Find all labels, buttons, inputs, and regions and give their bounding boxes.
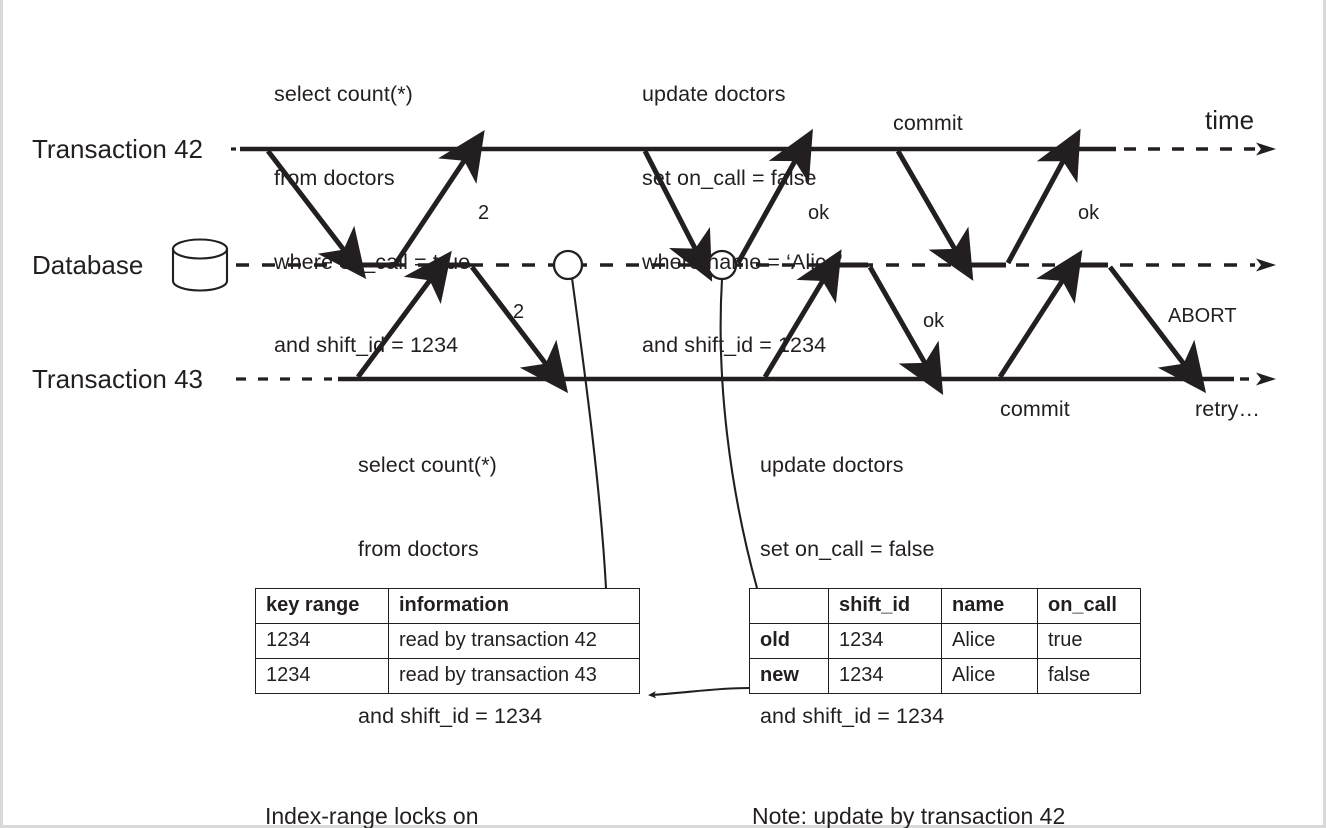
table-header-row: shift_id name on_call (749, 588, 1141, 624)
rowver-header-shift-id: shift_id (828, 588, 942, 624)
figure-frame-left (0, 0, 3, 828)
table-row: 1234 read by transaction 43 (255, 658, 640, 694)
locks-row-1-information: read by transaction 42 (388, 623, 640, 659)
t43-update-result-label: ok (923, 310, 945, 332)
row-versions-table-caption: Note: update by transaction 42 affects r… (752, 740, 1065, 828)
t42-update-sql: update doctors set on_call = false where… (642, 25, 843, 416)
rowver-row-old-shift-id: 1234 (828, 623, 942, 659)
locks-header-information: information (388, 588, 640, 624)
lane-database (236, 258, 1276, 272)
t42-commit-result-label: ok (1078, 202, 1100, 224)
lane-label-transaction-43: Transaction 43 (32, 364, 204, 394)
lane-label-database: Database (32, 250, 144, 280)
t43-update-exchange (762, 249, 944, 396)
locks-header-key-range: key range (255, 588, 389, 624)
t43-update-sql-line-4: and shift_id = 1234 (760, 704, 945, 729)
rowver-header-name: name (941, 588, 1038, 624)
row-version-to-locks-arrow (648, 686, 750, 699)
t42-update-sql-line-2: set on_call = false (642, 165, 817, 190)
t42-select-sql-line-2: from doctors (274, 165, 395, 190)
rowver-caption-line-1: Note: update by transaction 42 (752, 802, 1066, 828)
rowver-row-new-name: Alice (941, 658, 1038, 694)
t43-select-sql-line-2: from doctors (358, 536, 479, 561)
lane-label-transaction-42: Transaction 42 (32, 134, 204, 164)
t42-update-sql-line-4: and shift_id = 1234 (642, 333, 827, 358)
t42-select-exchange (266, 129, 485, 280)
database-cylinder-icon (171, 238, 229, 292)
rowver-row-new-on-call: false (1037, 658, 1141, 694)
rowver-header-on-call: on_call (1037, 588, 1141, 624)
t42-select-sql-line-4: and shift_id = 1234 (274, 333, 459, 358)
row-version-leader-line (719, 278, 759, 589)
t43-select-result-label: 2 (513, 301, 525, 323)
locks-table-caption: Index-range locks on doctors.shift_id in… (265, 740, 481, 828)
rowver-row-old-name: Alice (941, 623, 1038, 659)
lock-annotation-marker (552, 249, 584, 281)
lane-transaction-42 (231, 142, 1276, 156)
table-row: 1234 read by transaction 42 (255, 623, 640, 659)
t42-update-sql-line-3: where name = ‘Alice’ (642, 249, 843, 274)
t42-commit-label: commit (893, 111, 963, 135)
table-header-row: key range information (255, 588, 640, 624)
rowver-row-new-shift-id: 1234 (828, 658, 942, 694)
locks-row-2-key-range: 1234 (255, 658, 389, 694)
rowver-row-old-label: old (749, 623, 829, 659)
t43-retry-label: retry… (1195, 397, 1261, 421)
t42-select-sql: select count(*) from doctors where on_ca… (274, 25, 470, 416)
rowver-row-new-label: new (749, 658, 829, 694)
locks-leader-line (570, 277, 608, 589)
locks-caption-line-1: Index-range locks on (265, 802, 479, 828)
t42-update-result-label: ok (808, 202, 830, 224)
t42-select-result-label: 2 (478, 202, 490, 224)
rowver-row-old-on-call: true (1037, 623, 1141, 659)
table-row: new 1234 Alice false (749, 658, 1141, 694)
table-row: old 1234 Alice true (749, 623, 1141, 659)
t43-commit-result-label: ABORT (1168, 305, 1237, 327)
t43-commit-label: commit (1000, 397, 1070, 421)
t42-select-sql-line-1: select count(*) (274, 81, 413, 106)
locks-row-2-information: read by transaction 43 (388, 658, 640, 694)
figure-frame-right (1323, 0, 1326, 828)
lane-transaction-43 (236, 372, 1276, 386)
t42-commit-exchange (895, 128, 1081, 281)
t43-update-sql-line-2: set on_call = false (760, 536, 935, 561)
t43-commit-exchange (997, 249, 1207, 394)
locks-row-1-key-range: 1234 (255, 623, 389, 659)
t42-update-sql-line-1: update doctors (642, 81, 786, 106)
t42-select-sql-line-3: where on_call = true (274, 249, 471, 274)
index-range-locks-table: key range information 1234 read by trans… (255, 588, 640, 694)
time-axis-label: time (1205, 105, 1255, 135)
t43-update-sql-line-1: update doctors (760, 452, 904, 477)
rowver-header-blank (749, 588, 829, 624)
figure-frame-bottom (0, 825, 1326, 828)
t43-select-sql-line-4: and shift_id = 1234 (358, 704, 543, 729)
row-versions-table: shift_id name on_call old 1234 Alice tru… (749, 588, 1141, 694)
t43-select-exchange (355, 250, 569, 394)
t43-select-sql-line-1: select count(*) (358, 452, 497, 477)
